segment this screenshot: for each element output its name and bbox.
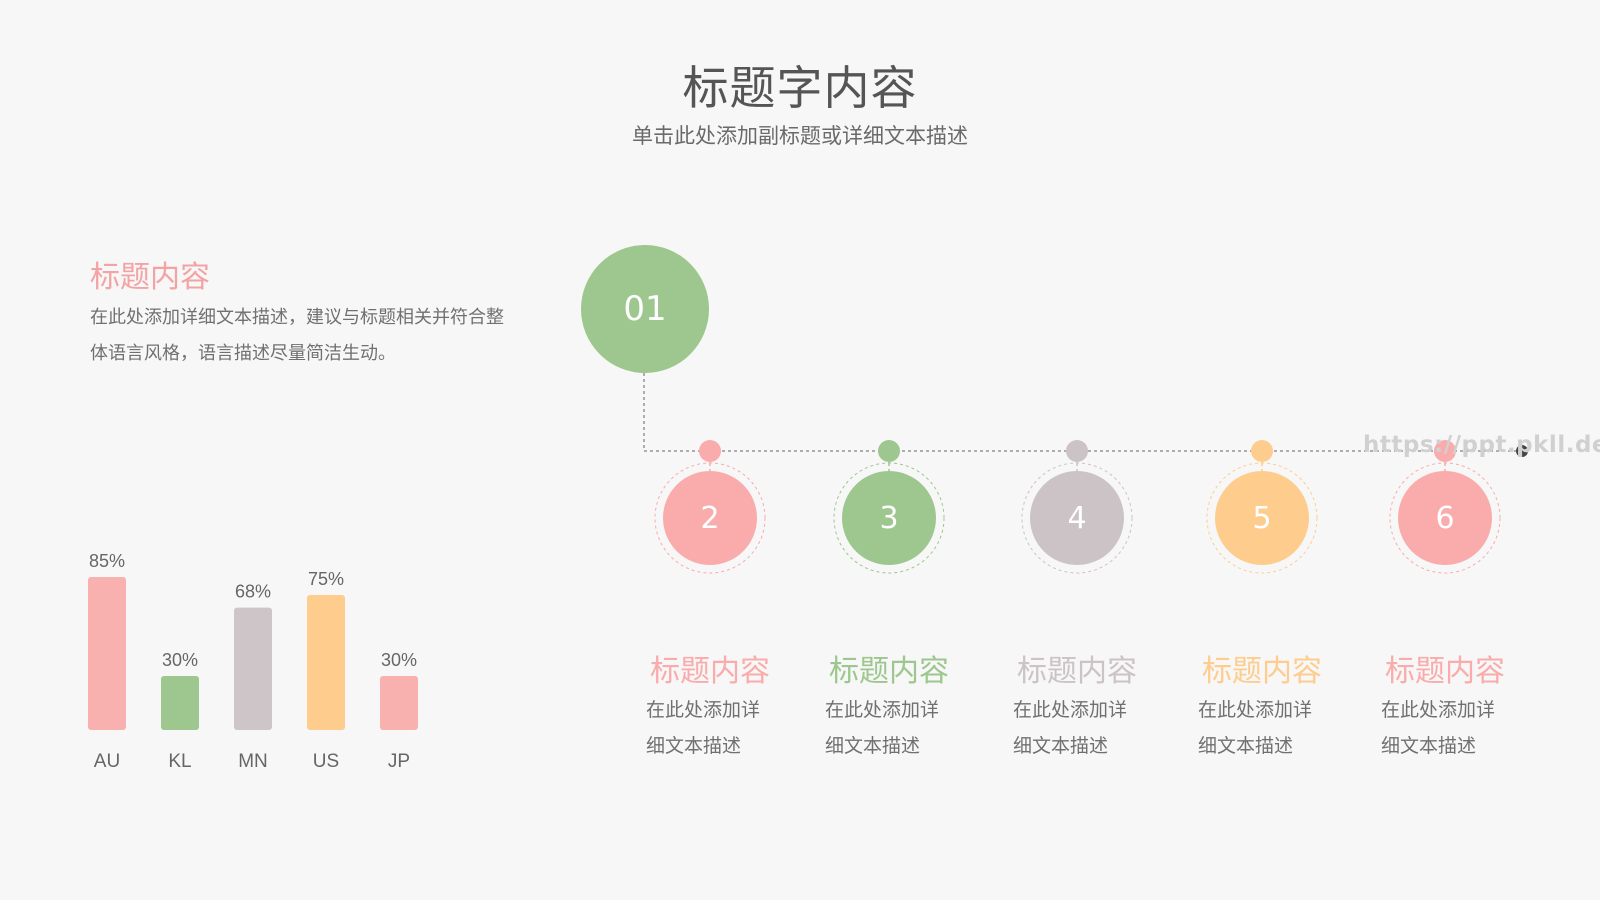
side-description: 在此处添加详细文本描述，建议与标题相关并符合整体语言风格，语言描述尽量简洁生动。 (90, 307, 504, 364)
bar-mn (234, 607, 272, 730)
bar-jp (380, 676, 418, 730)
timeline-end-dot (1516, 445, 1528, 457)
side-heading: 标题内容 (90, 260, 210, 295)
timeline-number-circle-3: 3 (842, 471, 936, 565)
x-tick-label: MN (238, 751, 268, 772)
watermark-text: https://ppt.pkll.de (1363, 432, 1600, 458)
timeline-node-dashed-ring (1021, 462, 1133, 574)
timeline-item-title: 标题内容 (1385, 654, 1505, 689)
timeline-item-desc-line2: 细文本描述 (1198, 735, 1294, 757)
x-tick-label: AU (94, 751, 120, 772)
bar-value-label: 30% (162, 650, 198, 670)
timeline-start-circle: 01 (581, 245, 709, 373)
bar-value-label: 85% (89, 551, 125, 571)
timeline-node-dot (878, 440, 900, 462)
timeline-node-dashed-ring (1206, 462, 1318, 574)
timeline-item-desc-line2: 细文本描述 (825, 735, 921, 757)
timeline-item-desc-line2: 细文本描述 (646, 735, 742, 757)
timeline-item-desc-line1: 在此处添加详 (1381, 699, 1496, 721)
bar-value-label: 68% (235, 582, 271, 602)
timeline-item-title: 标题内容 (1017, 654, 1137, 689)
timeline-number-circle-2: 2 (663, 471, 757, 565)
timeline-item-desc-line1: 在此处添加详 (1013, 699, 1128, 721)
bar-kl (161, 676, 199, 730)
x-tick-label: US (313, 751, 339, 772)
bar-chart: 85% AU 30% KL 68% MN 75% US 30% JP (88, 551, 418, 772)
timeline-item-title: 标题内容 (1202, 654, 1322, 689)
timeline-node-dashed-ring (654, 462, 766, 574)
timeline-number-circle-6: 6 (1398, 471, 1492, 565)
bar-value-label: 30% (381, 650, 417, 670)
timeline-item-desc-line2: 细文本描述 (1013, 735, 1109, 757)
bar-us (307, 595, 345, 730)
x-tick-label: JP (388, 751, 410, 772)
timeline-node-dot (699, 440, 721, 462)
timeline-item-title: 标题内容 (650, 654, 770, 689)
timeline-node-dot (1434, 440, 1456, 462)
timeline-number-circle-4: 4 (1030, 471, 1124, 565)
timeline-node-dot (1066, 440, 1088, 462)
page-title: 标题字内容 (682, 61, 918, 115)
bar-value-label: 75% (308, 569, 344, 589)
timeline-item-desc-line1: 在此处添加详 (825, 699, 940, 721)
timeline-item-title: 标题内容 (829, 654, 949, 689)
timeline-node-dashed-ring (833, 462, 945, 574)
timeline-item-desc-line2: 细文本描述 (1381, 735, 1477, 757)
timeline-item-desc-line1: 在此处添加详 (646, 699, 761, 721)
page-subtitle: 单击此处添加副标题或详细文本描述 (632, 124, 968, 148)
bar-au (88, 577, 126, 730)
timeline-item-desc-line1: 在此处添加详 (1198, 699, 1313, 721)
x-tick-label: KL (168, 751, 191, 772)
timeline-number-circle-5: 5 (1215, 471, 1309, 565)
timeline-node-dot (1251, 440, 1273, 462)
timeline-node-dashed-ring (1389, 462, 1501, 574)
